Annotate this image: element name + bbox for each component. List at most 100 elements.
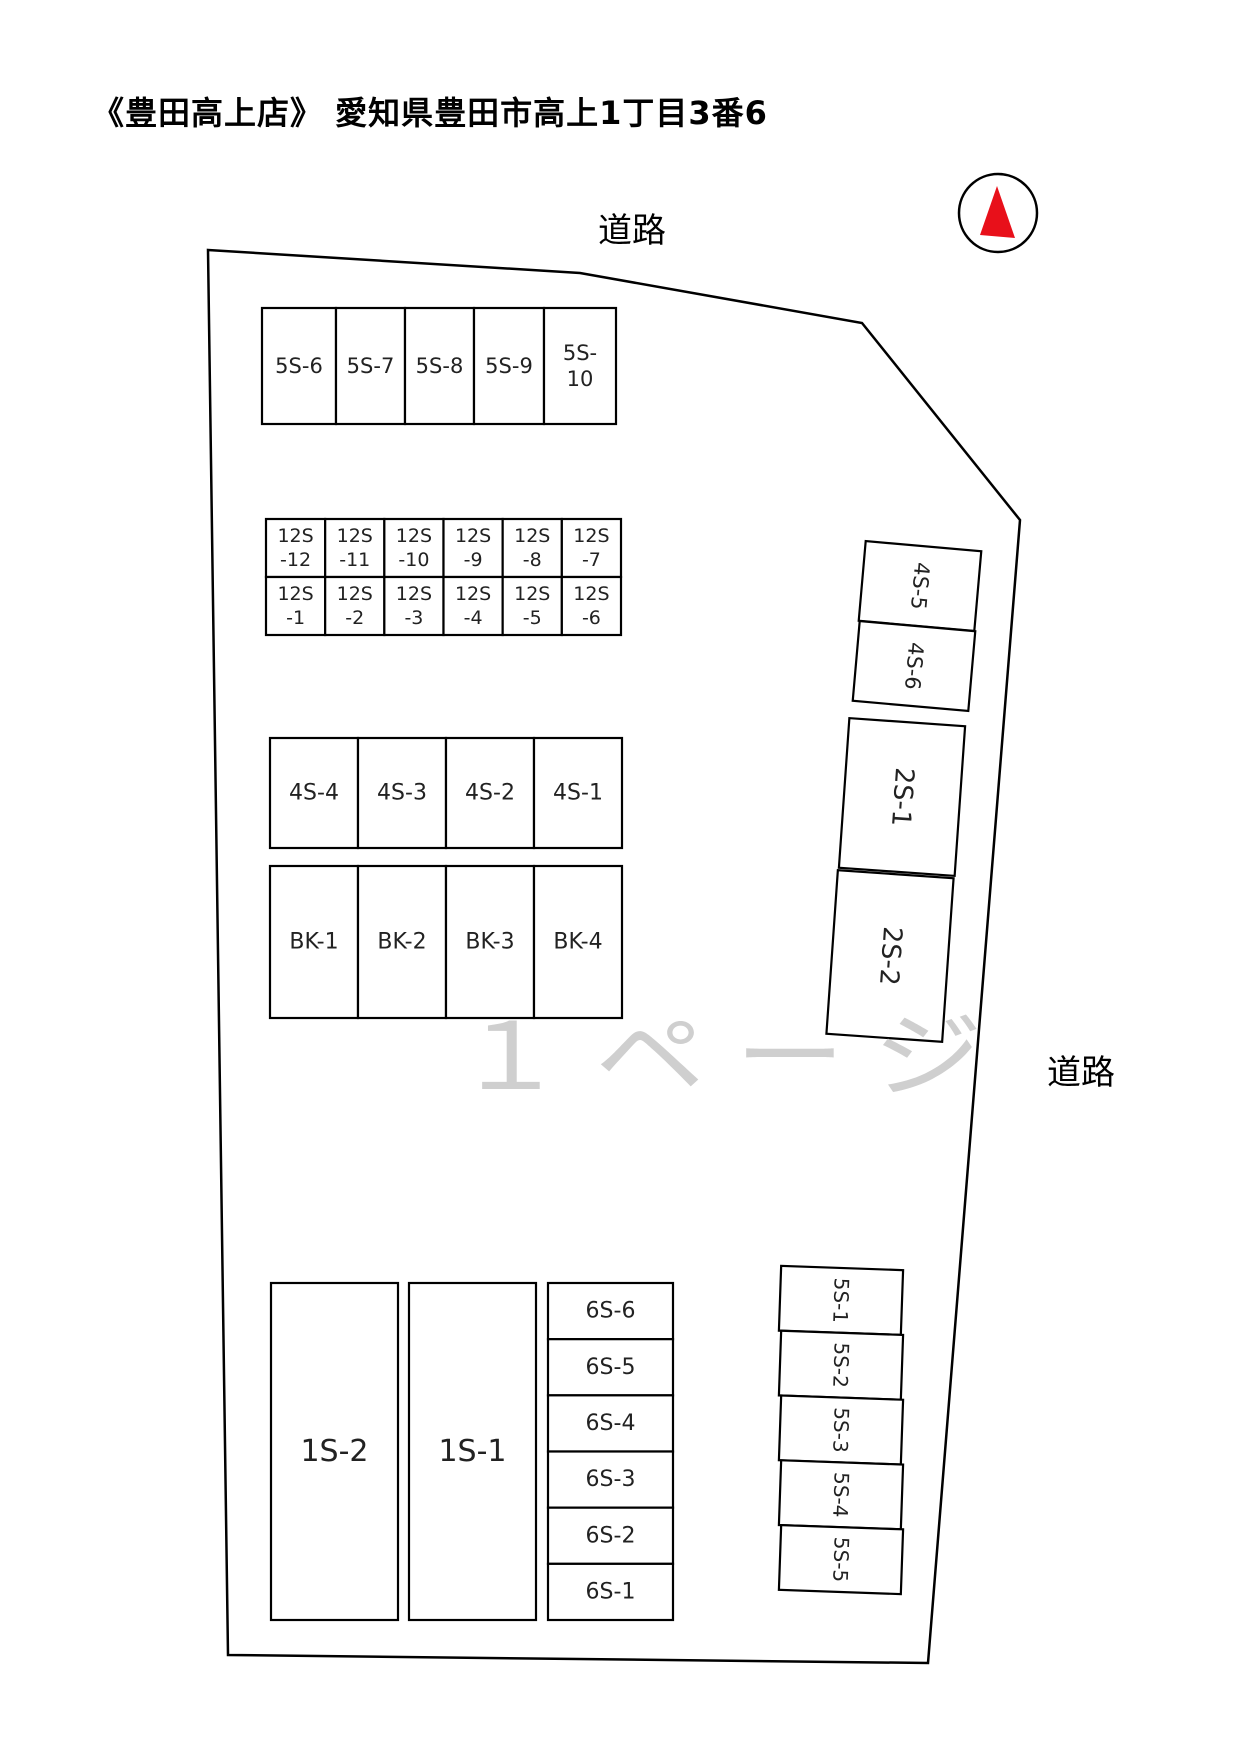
unit-5s-1: 5S-1	[777, 1264, 905, 1337]
unit-2s-1: 2S-1	[837, 716, 967, 878]
unit-label: 5S-1	[828, 1277, 854, 1323]
road-label-right: 道路	[1047, 1053, 1115, 1093]
unit-label: 12S	[455, 525, 491, 547]
unit-label: 2S-1	[885, 767, 919, 828]
unit-label: 12S	[573, 525, 609, 547]
unit-12s-7: 12S-7	[560, 517, 623, 579]
unit-box	[268, 736, 360, 850]
unit-box	[501, 575, 563, 637]
road-label-top: 道路	[598, 211, 666, 251]
unit-6s-4: 6S-4	[546, 1394, 675, 1453]
unit-label: 5S-8	[416, 354, 464, 378]
unit-4s-1: 4S-1	[532, 736, 624, 850]
unit-label: -5	[523, 607, 542, 629]
unit-box	[560, 575, 623, 637]
unit-box	[442, 575, 504, 637]
unit-box	[560, 517, 623, 579]
unit-label: 5S-	[563, 341, 597, 365]
unit-5s-4: 5S-4	[777, 1459, 905, 1531]
unit-label: 5S-7	[347, 354, 395, 378]
unit-12s-11: 12S-11	[324, 517, 386, 579]
unit-label: 5S-9	[485, 354, 533, 378]
unit-label: 6S-6	[586, 1299, 636, 1324]
unit-label: 4S-1	[553, 781, 603, 806]
unit-label: -7	[582, 549, 601, 571]
unit-label: 12S	[573, 583, 609, 605]
unit-label: -9	[464, 549, 483, 571]
unit-5s-3: 5S-3	[777, 1394, 905, 1466]
unit-6s-1: 6S-1	[546, 1562, 675, 1622]
unit-label: 4S-5	[906, 561, 934, 611]
unit-box	[542, 306, 618, 426]
north-arrow-icon	[980, 186, 1015, 238]
unit-12s-12: 12S-12	[264, 517, 327, 579]
unit-box	[403, 306, 476, 426]
unit-4s-2: 4S-2	[444, 736, 536, 850]
unit-12s-3: 12S-3	[383, 575, 445, 637]
unit-label: 12S	[514, 583, 550, 605]
unit-label: 5S-3	[828, 1407, 854, 1453]
unit-box	[324, 517, 386, 579]
unit-box	[546, 1281, 675, 1341]
unit-5s-6: 5S-6	[260, 306, 338, 426]
unit-bk-3: BK-3	[444, 864, 536, 1020]
unit-6s-3: 6S-3	[546, 1450, 675, 1509]
unit-label: 4S-6	[900, 641, 928, 691]
unit-box	[546, 1338, 675, 1397]
unit-label: -6	[582, 607, 601, 629]
unit-label: 1S-2	[300, 1434, 368, 1469]
unit-12s-2: 12S-2	[324, 575, 386, 637]
unit-box	[837, 716, 967, 878]
unit-label: 12S	[514, 525, 550, 547]
unit-box	[472, 306, 546, 426]
unit-label: 6S-3	[586, 1467, 636, 1492]
unit-box	[264, 575, 327, 637]
unit-label: 12S	[396, 525, 432, 547]
unit-box	[532, 736, 624, 850]
unit-12s-6: 12S-6	[560, 575, 623, 637]
unit-box	[777, 1523, 905, 1596]
unit-12s-4: 12S-4	[442, 575, 504, 637]
unit-label: 4S-3	[377, 781, 427, 806]
page-watermark: １ページ	[455, 1002, 1013, 1111]
unit-label: 6S-1	[586, 1579, 636, 1604]
unit-box	[260, 306, 338, 426]
unit-label: -4	[464, 607, 483, 629]
unit-label: BK-4	[553, 930, 602, 955]
unit-box	[546, 1562, 675, 1622]
unit-5s-7: 5S-7	[334, 306, 407, 426]
unit-label: -11	[339, 549, 370, 571]
unit-box	[825, 868, 955, 1044]
unit-bk-1: BK-1	[268, 864, 360, 1020]
unit-1s-2: 1S-2	[269, 1281, 400, 1622]
unit-label: 6S-2	[586, 1523, 636, 1548]
unit-label: 5S-4	[828, 1472, 854, 1518]
unit-label: -1	[286, 607, 305, 629]
unit-label: 12S	[337, 583, 373, 605]
unit-label: 5S-5	[828, 1537, 854, 1583]
unit-4s-4: 4S-4	[268, 736, 360, 850]
unit-bk-2: BK-2	[356, 864, 448, 1020]
unit-box	[501, 517, 563, 579]
compass-ring	[957, 172, 1039, 254]
unit-box	[532, 864, 624, 1020]
unit-12s-5: 12S-5	[501, 575, 563, 637]
unit-5s-2: 5S-2	[777, 1329, 905, 1401]
unit-box	[407, 1281, 538, 1622]
unit-6s-2: 6S-2	[546, 1506, 675, 1565]
unit-box	[269, 1281, 400, 1622]
unit-label: 6S-5	[586, 1355, 636, 1380]
unit-4s-6: 4S-6	[851, 619, 977, 713]
unit-12s-1: 12S-1	[264, 575, 327, 637]
unit-label: 12S	[455, 583, 491, 605]
unit-box	[546, 1394, 675, 1453]
unit-label: 5S-2	[828, 1342, 854, 1388]
unit-1s-1: 1S-1	[407, 1281, 538, 1622]
unit-label: BK-1	[289, 930, 338, 955]
unit-12s-9: 12S-9	[442, 517, 504, 579]
unit-5s-8: 5S-8	[403, 306, 476, 426]
unit-bk-4: BK-4	[532, 864, 624, 1020]
unit-5s-10: 5S-10	[542, 306, 618, 426]
